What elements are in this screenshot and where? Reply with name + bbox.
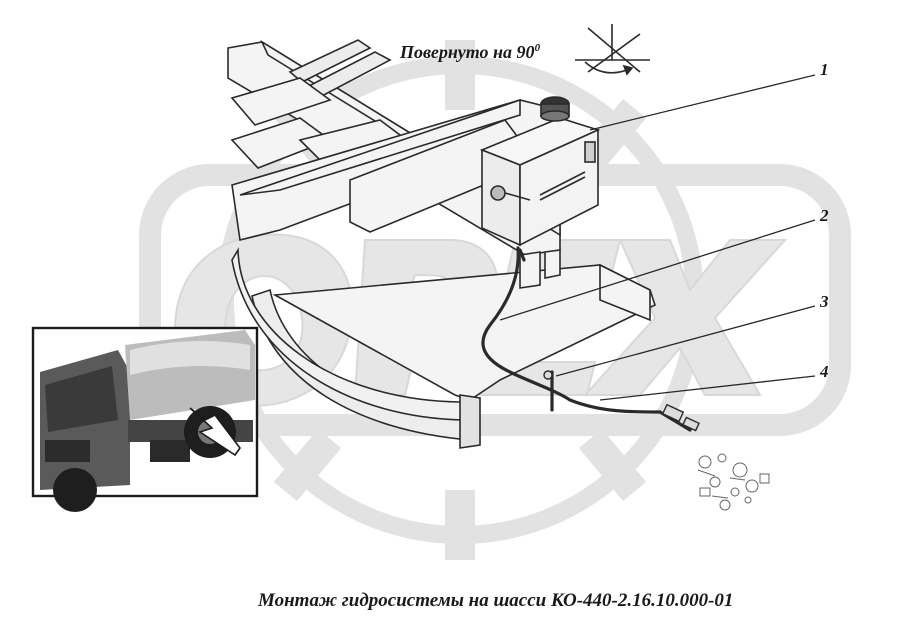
hydraulic-tank [479, 96, 601, 247]
rotation-text: Повернуто на 90 [400, 42, 535, 62]
callout-4: 4 [820, 362, 829, 381]
callout-2: 2 [820, 206, 829, 225]
callout-3: 3 [820, 292, 829, 311]
rotation-symbol [575, 24, 650, 76]
leader-lines [499, 74, 816, 401]
pump-assembly-detail [697, 453, 770, 511]
rotation-degree: 0 [534, 42, 541, 54]
truck-inset [31, 326, 259, 512]
callout-1: 1 [820, 60, 829, 79]
hose-fitting [543, 370, 700, 432]
figure-caption: Монтаж гидросистемы на шасси КО-440-2.16… [258, 590, 734, 611]
rotation-note: Повернуто на 900 [400, 42, 540, 63]
